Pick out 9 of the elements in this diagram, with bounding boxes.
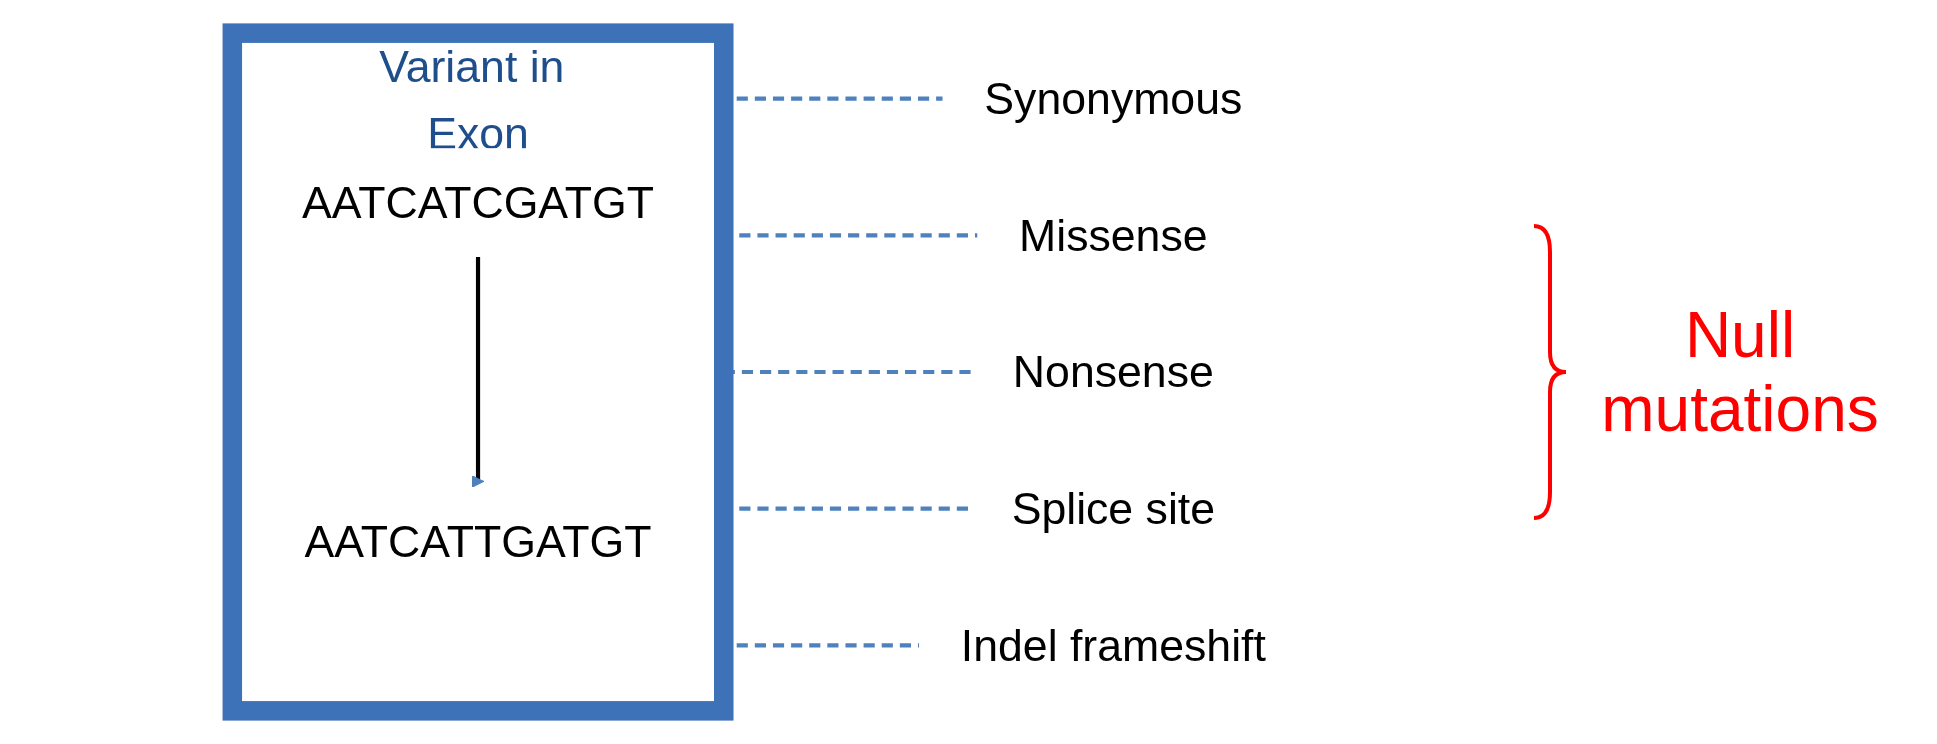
node-text: Synonymous	[984, 73, 1243, 124]
group-label: Null mutations	[1600, 298, 1880, 446]
node-text: Splice site	[1011, 483, 1216, 534]
arrow	[471, 256, 485, 488]
node-text: AATCATCGATGT	[302, 177, 655, 228]
node-text: Indel frameshift	[960, 620, 1266, 671]
node-text: Missense	[1019, 210, 1208, 261]
node-text: AATCATTGATGT	[304, 516, 652, 567]
node-text: Nonsense	[1012, 346, 1214, 398]
